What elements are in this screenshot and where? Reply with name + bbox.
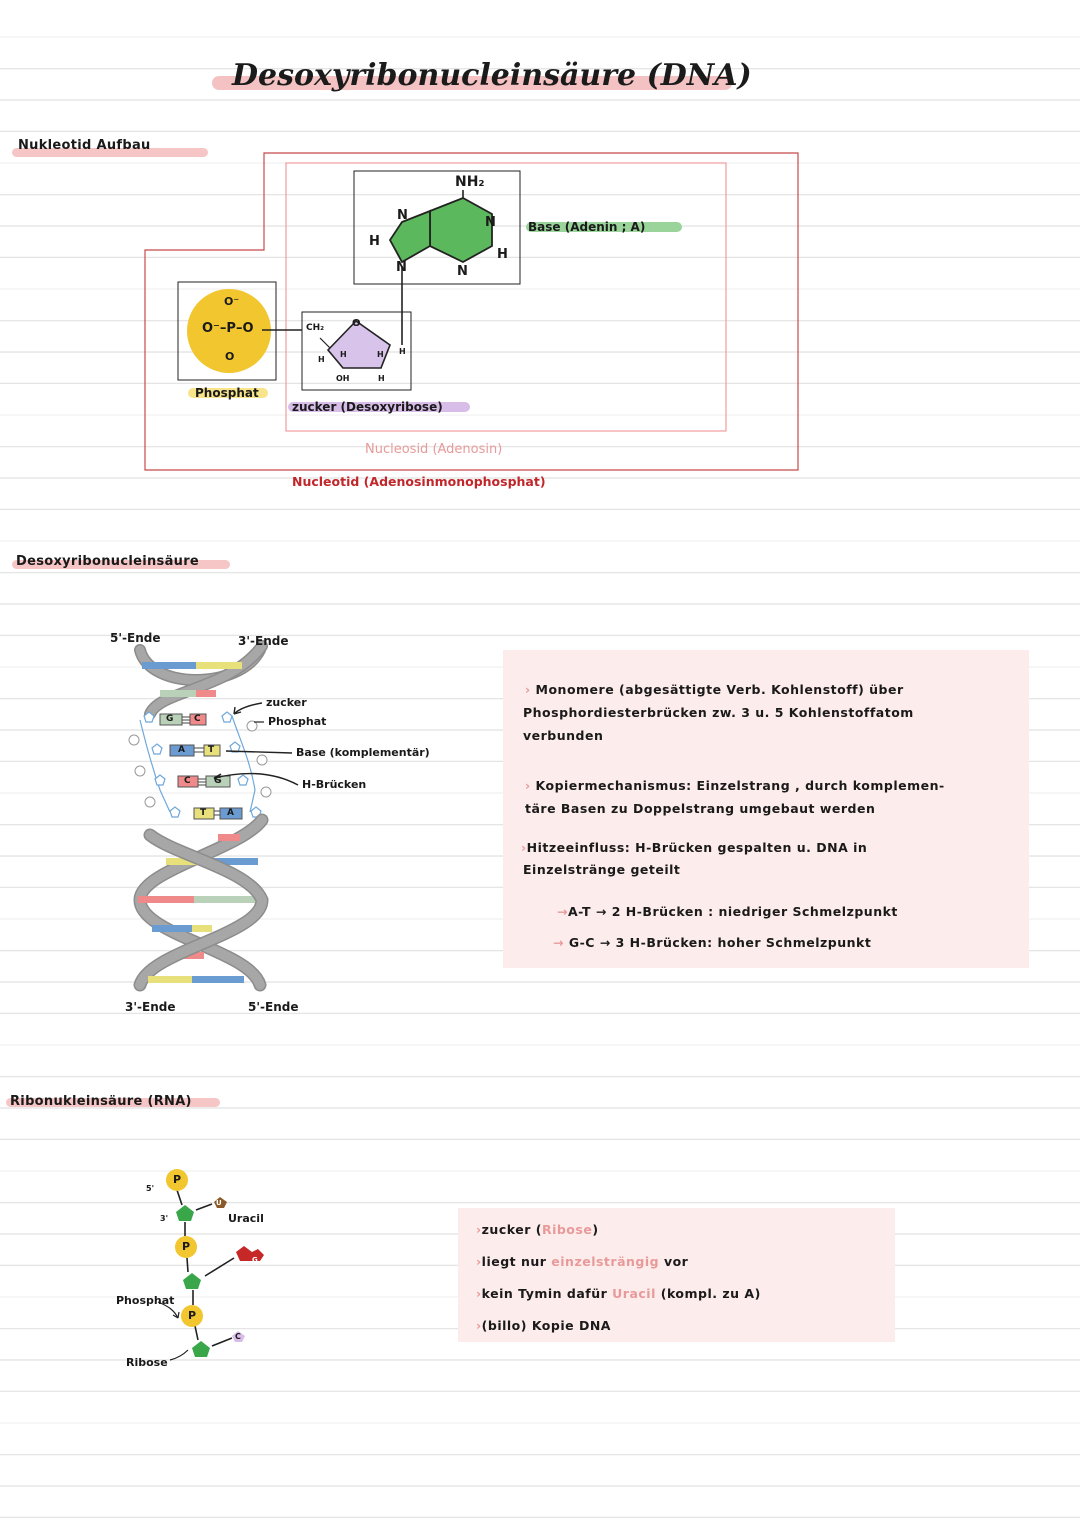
title-highlight: [212, 76, 732, 90]
dna-notes-box: › Monomere (abgesättigte Verb. Kohlensto…: [503, 650, 1029, 968]
phosphate-label: Phosphat: [195, 386, 259, 400]
rna-label-3: 3': [160, 1214, 169, 1223]
dna-note: ›Hitzeeinfluss: H-Brücken gespalten u. D…: [521, 840, 868, 855]
dna-note: → G-C → 3 H-Brücken: hoher Schmelzpunkt: [553, 935, 872, 950]
sugar-label-highlight: [288, 402, 470, 412]
heading-highlight: [12, 148, 208, 157]
base-label-highlight: [526, 222, 682, 232]
sugar-h: H: [378, 374, 385, 383]
pair-letter: C: [194, 714, 201, 724]
heading-dna: Desoxyribonucleinsäure: [16, 554, 200, 569]
dna-note: täre Basen zu Doppelstrang umgebaut werd…: [525, 801, 876, 816]
dna-note: › Kopiermechanismus: Einzelstrang , durc…: [525, 778, 945, 793]
sugar-ring-o: O: [352, 318, 361, 329]
dna-note: verbunden: [523, 728, 604, 743]
sugar-h: H: [318, 355, 325, 364]
deoxyribose-ring: [326, 319, 391, 369]
dna-note: Einzelstränge geteilt: [523, 862, 681, 877]
rna-phosphate: P: [173, 1173, 182, 1186]
pair-letter: T: [200, 808, 207, 818]
adenine-nh2: NH₂: [455, 174, 485, 190]
phosphate-o-top: O⁻: [224, 295, 240, 308]
adenine-imidazole-ring: [388, 209, 431, 264]
rna-label-ribose: Ribose: [126, 1356, 168, 1369]
label-5-end-bottom: 5'-Ende: [248, 1000, 299, 1014]
phosphate-o-bottom: O: [225, 350, 235, 363]
heading-rna: Ribonukleinsäure (RNA): [10, 1094, 192, 1109]
nucleotide-label: Nucleotid (Adenosinmonophosphat): [292, 474, 546, 489]
label-zucker: zucker: [266, 696, 307, 709]
phosphate-label-highlight: [188, 388, 268, 398]
dna-note: Phosphordiesterbrücken zw. 3 u. 5 Kohlen…: [523, 705, 914, 720]
rna-note: ›liegt nur einzelsträngig vor: [476, 1254, 689, 1269]
label-base: Base (komplementär): [296, 746, 430, 759]
rna-base-letter: U: [216, 1199, 222, 1207]
rna-note: ›(billo) Kopie DNA: [476, 1318, 611, 1333]
dna-note: →A-T → 2 H-Brücken : niedriger Schmelzpu…: [557, 904, 898, 919]
sugar-h: H: [377, 350, 384, 359]
heading-highlight: [6, 1098, 220, 1107]
pair-letter: A: [227, 808, 234, 818]
page-title: Desoxyribonucleinsäure (DNA): [232, 58, 752, 93]
rna-phosphate: P: [182, 1240, 191, 1253]
rna-label-phosphat: Phosphat: [116, 1294, 175, 1307]
nucleoside-label: Nucleosid (Adenosin): [365, 442, 503, 457]
base-label: Base (Adenin ; A): [528, 220, 646, 234]
pair-letter: G: [214, 776, 222, 786]
rna-note: ›kein Tymin dafür Uracil (kompl. zu A): [476, 1286, 761, 1301]
phosphate-circle: [187, 289, 271, 373]
label-h-bruecken: H-Brücken: [302, 778, 367, 791]
label-phosphat: Phosphat: [268, 715, 327, 728]
dna-note: › Monomere (abgesättigte Verb. Kohlensto…: [525, 682, 904, 697]
sugar-oh: OH: [336, 374, 350, 383]
label-5-end-top: 5'-Ende: [110, 631, 161, 645]
pair-letter: A: [178, 745, 185, 755]
sugar-box: [301, 311, 412, 391]
pair-letter: G: [166, 714, 174, 724]
rna-base-letter: C: [235, 1332, 241, 1341]
phosphate-p-row: O⁻–P–O: [202, 321, 254, 336]
sugar-ch2: CH₂: [306, 323, 325, 333]
rna-note: ›zucker (Ribose): [476, 1222, 599, 1237]
sugar-label: zucker (Desoxyribose): [292, 400, 443, 414]
label-3-end-bottom: 3'-Ende: [125, 1000, 176, 1014]
phosphate-box: [177, 281, 277, 381]
base-box: [353, 170, 521, 285]
heading-highlight: [12, 560, 230, 569]
rna-label-uracil: Uracil: [228, 1212, 264, 1225]
heading-nucleotide: Nukleotid Aufbau: [18, 138, 151, 153]
rna-base-letter: G: [252, 1256, 258, 1264]
rna-phosphate: P: [188, 1309, 197, 1322]
nucleotide-frame: [144, 152, 799, 471]
pair-letter: C: [184, 776, 191, 786]
sugar-h: H: [399, 347, 406, 356]
label-3-end-top: 3'-Ende: [238, 634, 289, 648]
nucleoside-frame: [285, 162, 727, 432]
rna-notes-box: ›zucker (Ribose) ›liegt nur einzelsträng…: [458, 1208, 895, 1342]
pair-letter: T: [208, 745, 215, 755]
sugar-h: H: [340, 350, 347, 359]
rna-label-5: 5': [146, 1184, 155, 1193]
